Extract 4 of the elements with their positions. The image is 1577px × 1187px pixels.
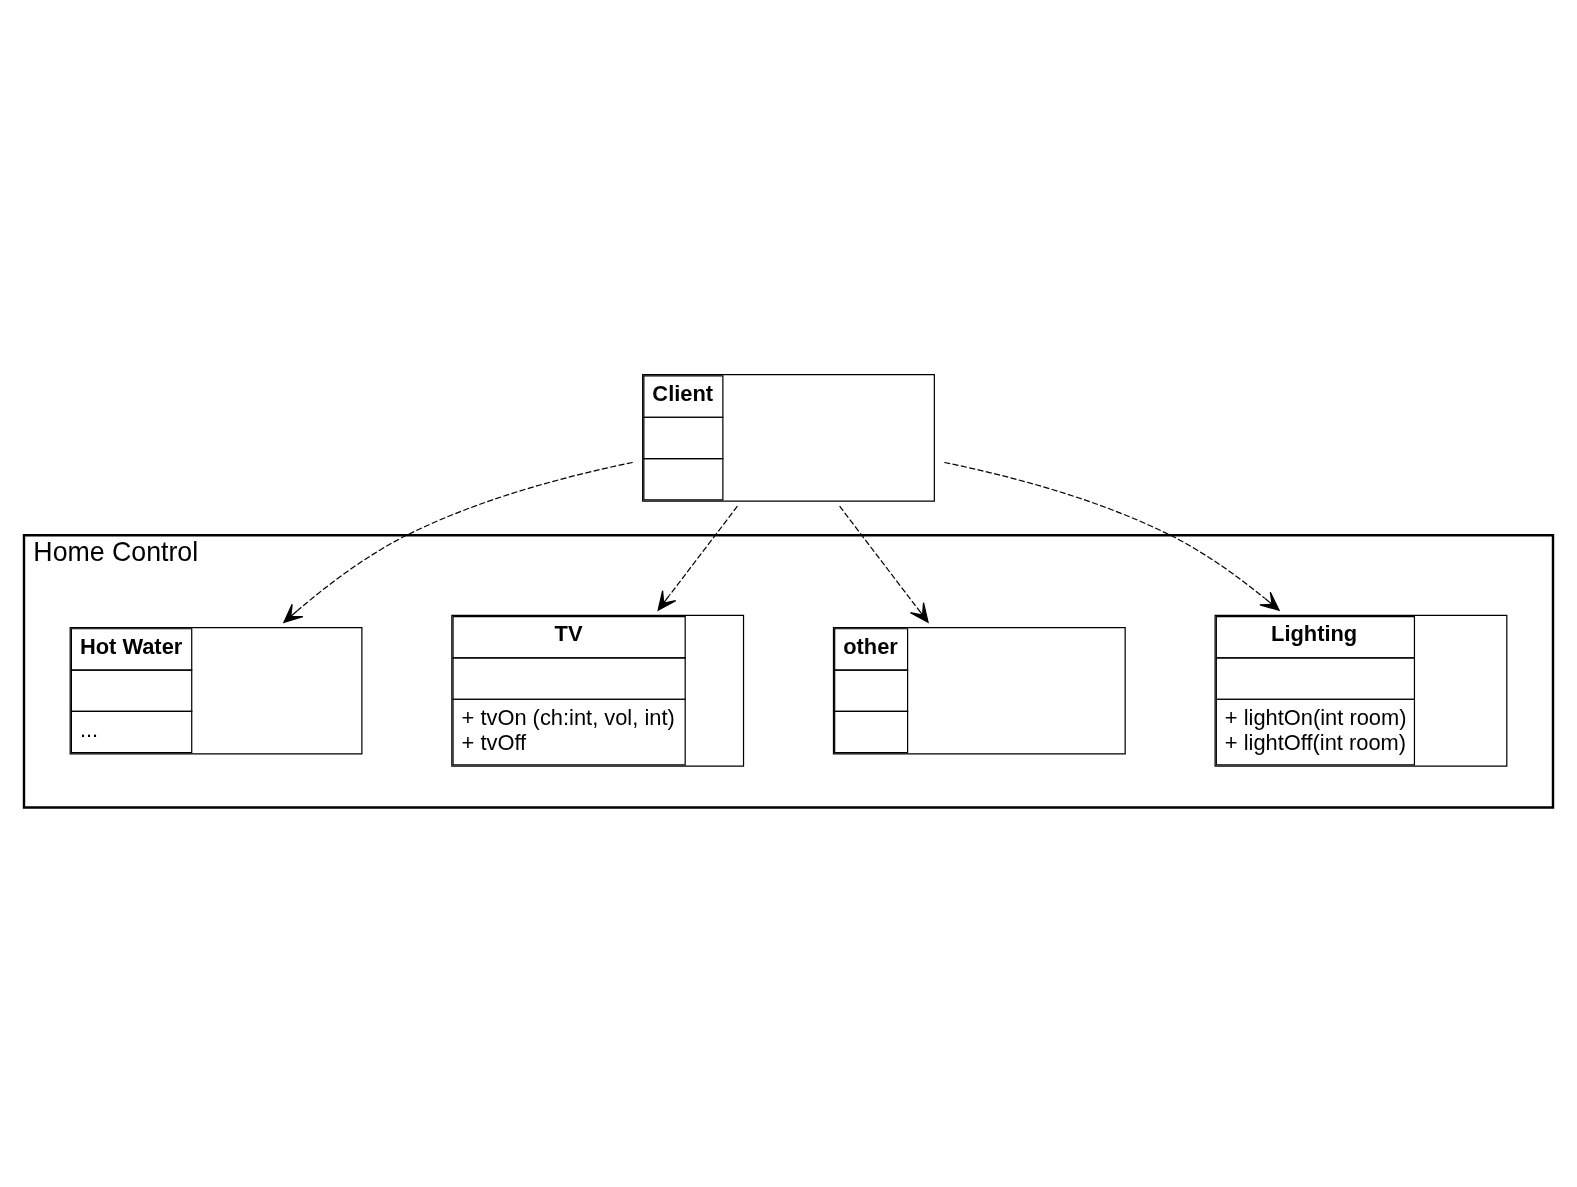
- arrow: [657, 505, 738, 611]
- arrow: [839, 505, 929, 623]
- arrow: [943, 461, 1280, 611]
- arrow: [283, 461, 634, 624]
